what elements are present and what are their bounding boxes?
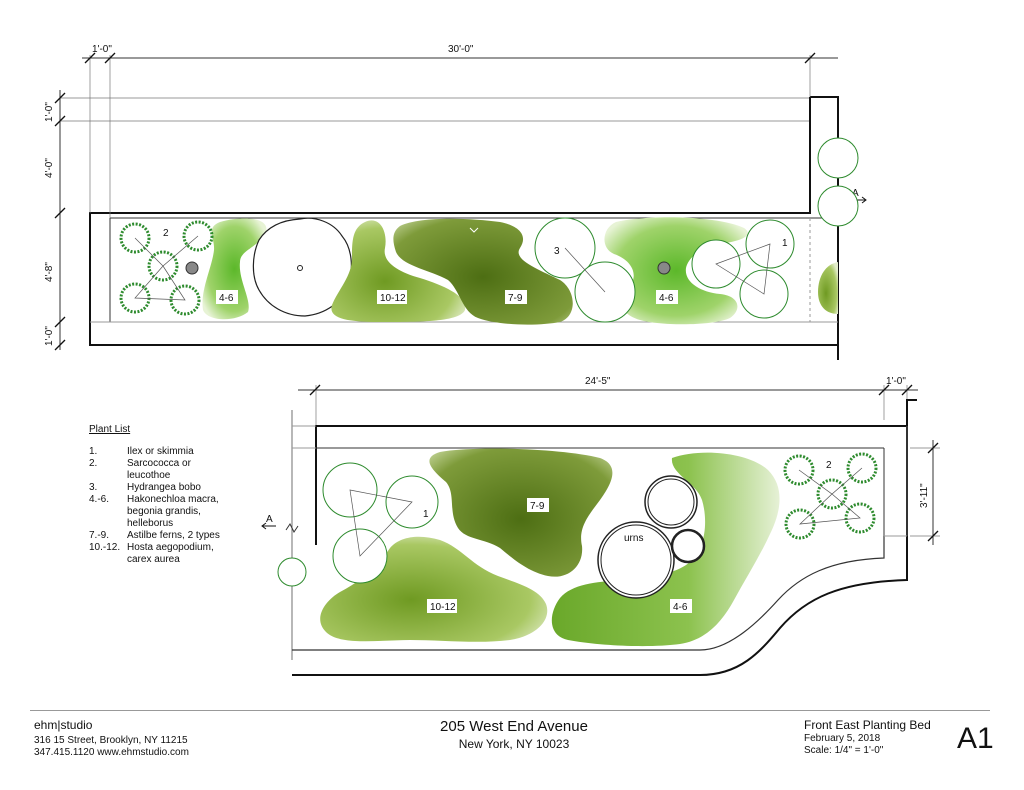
bed-10-12-bottom [320,536,548,642]
dim-plan1-v3: 4'-8" [44,262,55,282]
label-4-6-right: 4-6 [659,293,674,304]
sheet-info: Front East Planting Bed February 5, 2018… [804,719,931,757]
title-block-rule [30,710,990,711]
label-2-top: 2 [163,228,169,239]
label-4-6-bottom: 4-6 [673,602,688,613]
dim-plan2-width: 24'-5" [585,376,611,387]
studio-address: 316 15 Street, Brooklyn, NY 11215 [34,735,188,746]
label-7-9-top: 7-9 [508,293,523,304]
label-urns: urns [624,533,643,544]
plant-name: Ilex or skimmia [127,446,194,457]
marker-right [657,261,671,275]
plan-bottom-planting [277,448,878,647]
plant-number: 7.-9. [89,530,110,541]
dim-plan2-right: 1'-0" [886,376,906,387]
ilex-edge-b [817,185,859,227]
plant-number: 10.-12. [89,542,121,553]
label-10-12-bottom: 10-12 [430,602,456,613]
label-10-12-top: 10-12 [380,293,406,304]
ilex-edge-a [817,137,859,179]
label-1-bottom: 1 [423,509,429,520]
project-info: 205 West End Avenue New York, NY 10023 [0,718,1024,751]
label-box-7-9-top [505,290,527,304]
plant-number: 4.-6. [89,494,110,505]
plan-top [54,52,839,360]
sheet-scale: Scale: 1/4" = 1'-0" [804,745,884,756]
plant-list-item: 4.-6. Hakonechloa macra, begonia grandis… [89,494,279,530]
project-city: New York, NY 10023 [458,737,570,751]
label-box-4-6-bottom [670,599,692,613]
plan-bottom-labels: 1 7-9 urns 2 10-12 4-6 [423,460,832,613]
plant-list-title: Plant List [89,424,131,435]
label-box-7-9-bottom [527,498,549,512]
studio-contact: 347.415.1120 www.ehmstudio.com [34,747,189,758]
bed-4-6-bottom [551,452,780,647]
bed-edge-right [818,262,838,314]
ilex-edge-c [277,557,307,587]
label-7-9-bottom: 7-9 [530,501,545,512]
plant-list-item: 3. Hydrangea bobo [89,482,279,494]
plant-list-item: 1. Ilex or skimmia [89,446,279,458]
bed-7-9-top [393,218,573,325]
label-box-4-6-left [216,290,238,304]
plan-top-planting [119,137,859,325]
plant-name: Sarcococca or leucothoe [127,458,191,481]
label-3: 3 [554,246,560,257]
plan-bottom-dimension-text: 24'-5" 1'-0" 3'-11" [585,376,930,508]
dim-plan1-width: 30'-0" [448,44,474,55]
studio-info: ehm|studio 316 15 Street, Brooklyn, NY 1… [34,719,189,759]
plant-name: Hakonechloa macra, begonia grandis, hell… [127,494,219,529]
marker-left [185,261,199,275]
bed-10-12-top [331,220,466,322]
project-name: 205 West End Avenue [440,718,588,735]
plant-list-item: 10.-12. Hosta aegopodium, carex aurea [89,542,279,566]
label-4-6-left: 4-6 [219,293,234,304]
urn-large [597,521,675,599]
urn-medium [644,475,698,529]
plant-name: Astilbe ferns, 2 types [127,530,220,541]
studio-brand: ehm|studio [34,718,93,732]
label-2-bottom: 2 [826,460,832,471]
plan-bottom [291,384,940,676]
label-1-top: 1 [782,238,788,249]
sheet-title: Front East Planting Bed [804,718,931,732]
sheet-number: A1 [957,722,994,755]
label-box-10-12-top [377,290,407,304]
label-box-4-6-right [656,290,678,304]
plant-name: Hosta aegopodium, carex aurea [127,542,214,565]
plant-name: Hydrangea bobo [127,482,201,493]
section-mark-a-label: A [852,188,859,199]
plant-number: 1. [89,446,98,457]
section-mark-a-bottom-label: A [266,514,273,525]
plant-list-item: 2. Sarcococca or leucothoe [89,458,279,482]
dim-plan1-v2: 4'-0" [44,158,55,178]
center-dot [297,265,303,271]
urn-medium-rim [647,478,695,526]
plant-list-item: 7.-9. Astilbe ferns, 2 types [89,530,279,542]
dim-plan2-depth: 3'-11" [919,483,930,508]
dim-plan1-left: 1'-0" [92,44,112,55]
sheet-date: February 5, 2018 [804,733,881,744]
plant-list: Plant List 1. Ilex or skimmia 2. Sarcoco… [89,424,279,566]
plant-number: 2. [89,458,98,469]
section-mark-a-bottom: A [261,514,299,533]
dim-plan1-v1: 1'-0" [44,102,55,122]
urn-small [670,528,706,564]
urn-large-rim [600,524,672,596]
plan-top-dimension-text: 1'-0" 30'-0" 1'-0" 4'-0" 4'-8" 1'-0" [44,44,474,346]
label-box-10-12-bottom [427,599,457,613]
plan-top-labels: 2 4-6 10-12 7-9 3 4-6 1 [163,228,788,304]
bed-7-9-bottom [429,448,613,577]
dim-plan1-v4: 1'-0" [44,326,55,346]
plant-number: 3. [89,482,98,493]
